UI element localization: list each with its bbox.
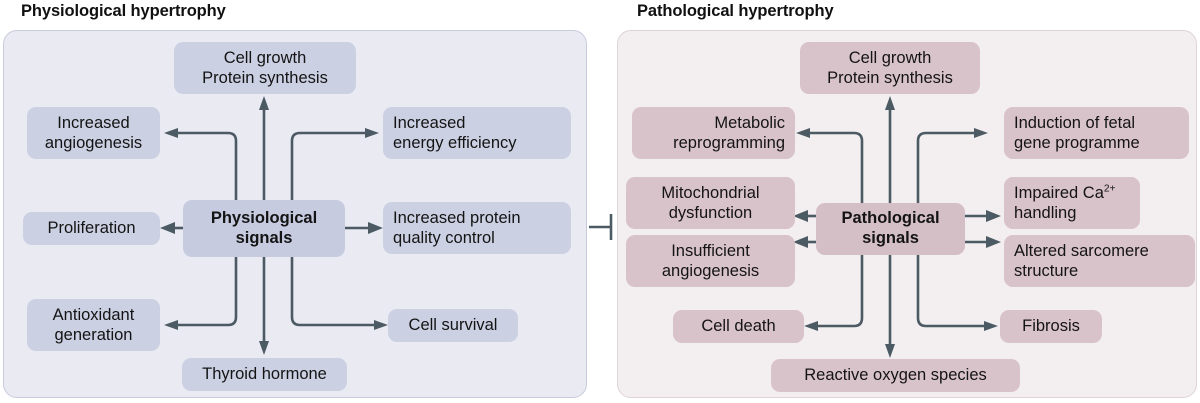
node-path-metabolic-reprogramming[interactable]: Metabolic reprogramming xyxy=(632,107,795,159)
node-path-induction-fetal-gene[interactable]: Induction of fetal gene programme xyxy=(1004,107,1189,159)
node-phys-increased-protein-quality-control[interactable]: Increased protein quality control xyxy=(383,202,571,254)
node-path-pathological-signals[interactable]: Pathological signals xyxy=(816,203,965,255)
node-phys-antioxidant-generation[interactable]: Antioxidant generation xyxy=(27,299,160,351)
impaired-ca-text: Impaired Ca2+handling xyxy=(1014,183,1116,222)
node-phys-thyroid-hormone[interactable]: Thyroid hormone xyxy=(182,358,347,391)
node-phys-cell-growth[interactable]: Cell growth Protein synthesis xyxy=(174,42,356,94)
left-panel-title: Physiological hypertrophy xyxy=(21,2,226,20)
node-phys-cell-survival[interactable]: Cell survival xyxy=(388,309,518,342)
node-path-mitochondrial-dysfunction[interactable]: Mitochondrial dysfunction xyxy=(626,177,795,229)
node-path-impaired-ca-handling[interactable]: Impaired Ca2+handling xyxy=(1004,177,1140,229)
node-phys-physiological-signals[interactable]: Physiological signals xyxy=(183,200,345,257)
node-phys-increased-energy-efficiency[interactable]: Increased energy efficiency xyxy=(383,107,571,159)
node-phys-increased-angiogenesis[interactable]: Increased angiogenesis xyxy=(27,107,160,159)
node-path-cell-growth[interactable]: Cell growth Protein synthesis xyxy=(800,42,980,94)
right-panel-title: Pathological hypertrophy xyxy=(637,2,834,20)
node-path-cell-death[interactable]: Cell death xyxy=(673,310,804,343)
node-phys-proliferation[interactable]: Proliferation xyxy=(23,212,160,245)
node-path-fibrosis[interactable]: Fibrosis xyxy=(1000,310,1102,343)
node-path-insufficient-angiogenesis[interactable]: Insufficient angiogenesis xyxy=(626,235,795,287)
node-path-altered-sarcomere-structure[interactable]: Altered sarcomere structure xyxy=(1004,235,1195,287)
node-path-reactive-oxygen-species[interactable]: Reactive oxygen species xyxy=(771,359,1020,392)
